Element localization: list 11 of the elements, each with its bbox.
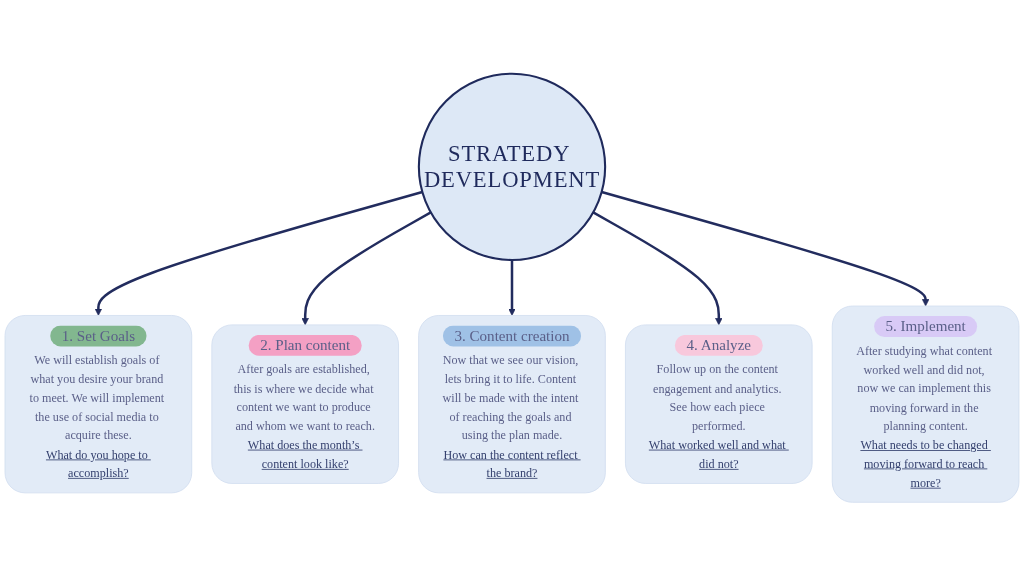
node-box: 4. Analyze Follow up on the content engagement and analytics. See how each piece performed. What worked well and what did not? <box>625 324 813 484</box>
node-box: 1. Set Goals We will establish goals of what you desire your brand to meet. We will implement the use of social media to acquire these. What do you hope to accomplish? <box>4 315 193 494</box>
arrow <box>94 190 423 316</box>
node-box: 2. Plan content After goals are established, this is where we decide what content we want to produce and whom we want to reach. What does the month’s content look like? <box>211 324 399 484</box>
node-box: 3. Content creation Now that we see our vision, lets bring it to life. Content will be made with the intent of reaching the goals and using the plan made. How can the content reflect the brand? <box>418 315 606 494</box>
arrow <box>301 211 432 326</box>
arrow <box>601 190 930 307</box>
node-box: 5. Implement After studying what content worked well and did not, now we can implement this moving forward in the planning content. What needs to be changed moving forward to reach more? <box>831 305 1020 503</box>
node-circle: STRATEDY DEVELOPMENT <box>417 72 607 262</box>
arrow <box>592 211 723 326</box>
arrow <box>508 260 516 316</box>
